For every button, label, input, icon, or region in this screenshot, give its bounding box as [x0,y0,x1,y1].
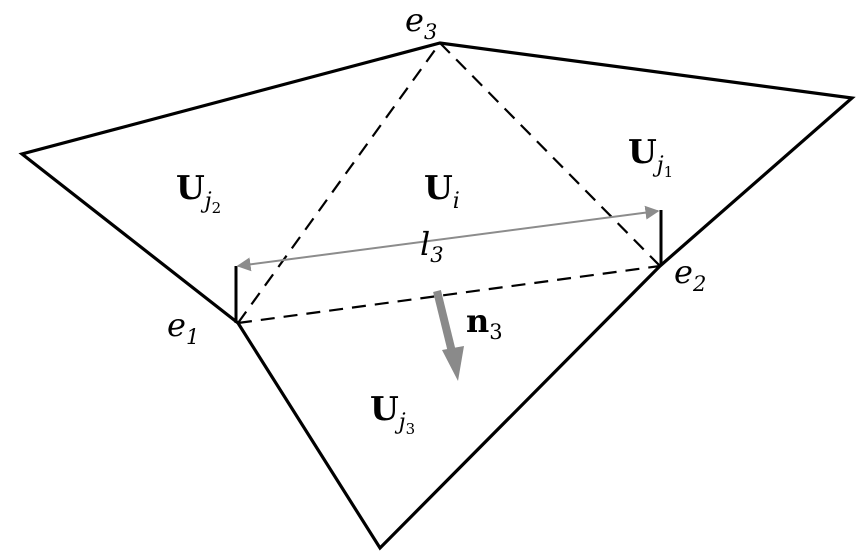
dashed-edge-e1-e2 [237,264,661,325]
label-l3: l3 [420,225,444,267]
dashed-edge-e3-e2 [439,42,661,267]
normal-arrow-n3-head [442,346,464,381]
label-e1: e1 [167,306,199,349]
label-e2: e2 [674,253,706,296]
label-n3: n3 [466,302,503,344]
dashed-edge-e1-e3 [237,42,441,324]
label-Uj1: Uj1 [628,132,673,181]
label-Uj2: Uj2 [176,168,221,217]
label-Ui: Ui [424,168,460,214]
length-arrow-l3 [236,205,660,272]
outer-boundary [18,41,856,551]
label-Uj3: Uj3 [370,389,415,438]
normal-arrow-n3 [433,290,456,353]
label-e3: e3 [405,1,437,44]
